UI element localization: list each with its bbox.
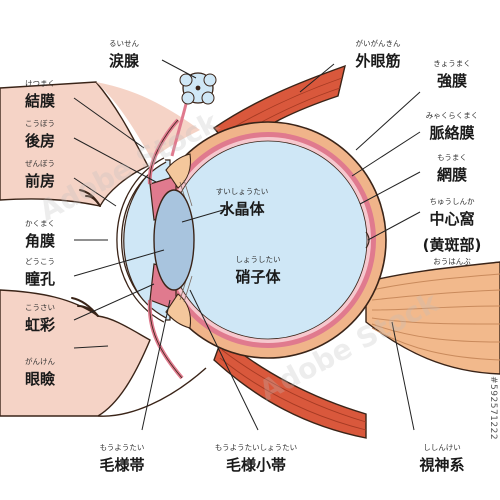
skin-background <box>96 82 200 160</box>
label-fovea: 中心窩 <box>429 210 474 228</box>
vitreous-body <box>168 140 368 340</box>
label-zonule: 毛様小帯 <box>226 456 286 474</box>
ruby-iris: こうさい <box>25 303 55 312</box>
ruby-lacrimal-gland: るいせん <box>109 39 139 48</box>
leader-lines <box>73 59 421 431</box>
label-pupil: 瞳孔 <box>25 270 55 288</box>
cornea-inner <box>117 158 166 322</box>
ruby-fovea: ちゅうしんか <box>430 197 475 206</box>
ciliary-body-lower <box>165 293 192 329</box>
ruby-pupil: どうこう <box>25 257 55 266</box>
ruby-optic-nerve: ししんけい <box>423 443 461 452</box>
ruby-eyelid: がんけん <box>25 356 55 366</box>
lacrimal-duct <box>170 103 188 157</box>
label-sclera: 強膜 <box>437 72 467 90</box>
label-retina: 網膜 <box>437 166 467 184</box>
ruby-extraocular: がいがんきん <box>356 38 401 48</box>
eyelashes <box>71 189 101 317</box>
optic-nerve-fibers <box>371 273 500 361</box>
label-ciliary-body: 毛様帯 <box>99 456 144 474</box>
ruby-ciliary-body: もうようたい <box>100 443 145 452</box>
ruby-macula: おうはんぶ <box>433 257 471 266</box>
label-conjunctiva: 結膜 <box>25 92 55 110</box>
label-cornea: 角膜 <box>25 232 55 250</box>
stock-id: #592571222 <box>488 375 498 440</box>
label-choroid: 脈絡膜 <box>429 124 474 142</box>
label-vitreous: 硝子体 <box>235 268 281 286</box>
ruby-anterior-chamber: ぜんぼう <box>25 159 55 168</box>
ciliary-body-upper <box>165 153 192 189</box>
ruby-cornea: かくまく <box>25 219 55 228</box>
label-optic-nerve: 視神系 <box>418 456 464 474</box>
label-iris: 虹彩 <box>25 316 55 334</box>
label-lens: 水晶体 <box>219 200 265 218</box>
label-posterior-chamber: 後房 <box>24 132 55 150</box>
label-extraocular: 外眼筋 <box>354 52 400 70</box>
ruby-posterior-chamber: こうぼう <box>25 119 55 128</box>
upper-eyelid <box>0 81 149 207</box>
ruby-conjunctiva: けつまく <box>25 79 55 88</box>
lower-eyelid <box>0 289 151 417</box>
ruby-lens: すいしょうたい <box>216 187 269 196</box>
ruby-vitreous: しょうしたい <box>236 255 281 264</box>
ruby-retina: もうまく <box>437 153 467 162</box>
label-lacrimal-gland: 涙腺 <box>109 52 140 70</box>
lens <box>153 189 195 291</box>
optic-nerve <box>365 261 500 375</box>
label-anterior-chamber: 前房 <box>25 172 55 190</box>
ruby-sclera: きょうまく <box>433 59 471 68</box>
lower-extraocular-muscle <box>213 336 367 439</box>
ruby-choroid: みゃくらくまく <box>426 111 479 120</box>
label-eyelid: 眼瞼 <box>25 370 56 388</box>
ruby-zonule: もうようたいしょうたい <box>215 443 297 452</box>
label-macula: (黄斑部) <box>423 236 482 254</box>
